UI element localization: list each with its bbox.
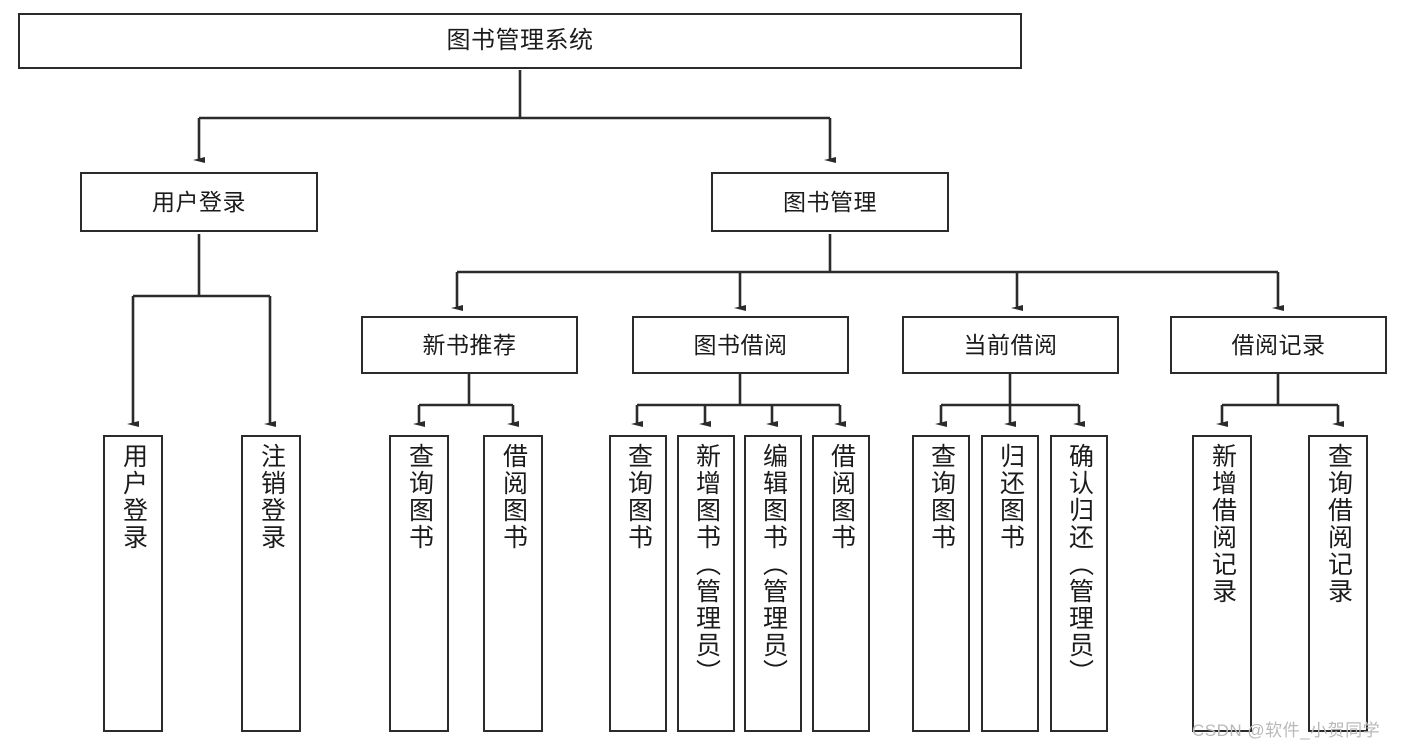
watermark-text: CSDN @软件_小贺同学 bbox=[1192, 721, 1381, 740]
node-label: 用户登录 bbox=[119, 443, 148, 551]
node-leaf-edit-book-admin[interactable]: 编辑图书（管理员） bbox=[744, 435, 802, 732]
node-label: 新书推荐 bbox=[422, 331, 517, 358]
node-leaf-return-book[interactable]: 归还图书 bbox=[981, 435, 1039, 732]
node-label: 新增借阅记录 bbox=[1208, 443, 1237, 605]
node-label: 当前借阅 bbox=[963, 331, 1058, 358]
node-leaf-borrow-book-recommend[interactable]: 借阅图书 bbox=[483, 435, 543, 732]
node-label: 确认归还（管理员） bbox=[1065, 443, 1094, 686]
node-label: 图书管理系统 bbox=[446, 27, 594, 55]
node-leaf-confirm-return-admin[interactable]: 确认归还（管理员） bbox=[1050, 435, 1108, 732]
node-leaf-query-book-borrow[interactable]: 查询图书 bbox=[609, 435, 667, 732]
node-label: 借阅图书 bbox=[827, 443, 856, 551]
node-leaf-query-book-current[interactable]: 查询图书 bbox=[912, 435, 970, 732]
node-root-system[interactable]: 图书管理系统 bbox=[18, 13, 1022, 69]
node-leaf-borrow-book[interactable]: 借阅图书 bbox=[812, 435, 870, 732]
node-label: 注销登录 bbox=[257, 443, 286, 551]
node-leaf-add-book-admin[interactable]: 新增图书（管理员） bbox=[677, 435, 735, 732]
node-leaf-query-book-recommend[interactable]: 查询图书 bbox=[389, 435, 449, 732]
node-label: 新增图书（管理员） bbox=[692, 443, 721, 686]
node-new-book-recommend[interactable]: 新书推荐 bbox=[361, 316, 578, 374]
node-book-borrow[interactable]: 图书借阅 bbox=[632, 316, 849, 374]
node-leaf-user-login[interactable]: 用户登录 bbox=[103, 435, 163, 732]
node-label: 借阅记录 bbox=[1231, 331, 1326, 358]
node-label: 查询图书 bbox=[624, 443, 653, 551]
node-label: 用户登录 bbox=[152, 188, 246, 215]
node-leaf-add-borrow-record[interactable]: 新增借阅记录 bbox=[1192, 435, 1252, 732]
node-leaf-logout[interactable]: 注销登录 bbox=[241, 435, 301, 732]
node-user-login[interactable]: 用户登录 bbox=[80, 172, 318, 232]
node-book-management[interactable]: 图书管理 bbox=[711, 172, 949, 232]
node-label: 查询图书 bbox=[405, 443, 434, 551]
node-label: 查询借阅记录 bbox=[1324, 443, 1353, 605]
node-label: 编辑图书（管理员） bbox=[759, 443, 788, 686]
node-label: 借阅图书 bbox=[499, 443, 528, 551]
node-label: 归还图书 bbox=[996, 443, 1025, 551]
node-borrow-record[interactable]: 借阅记录 bbox=[1170, 316, 1387, 374]
node-leaf-query-borrow-record[interactable]: 查询借阅记录 bbox=[1308, 435, 1368, 732]
node-label: 图书管理 bbox=[783, 188, 877, 215]
node-current-borrow[interactable]: 当前借阅 bbox=[902, 316, 1119, 374]
node-label: 图书借阅 bbox=[693, 331, 788, 358]
node-label: 查询图书 bbox=[927, 443, 956, 551]
